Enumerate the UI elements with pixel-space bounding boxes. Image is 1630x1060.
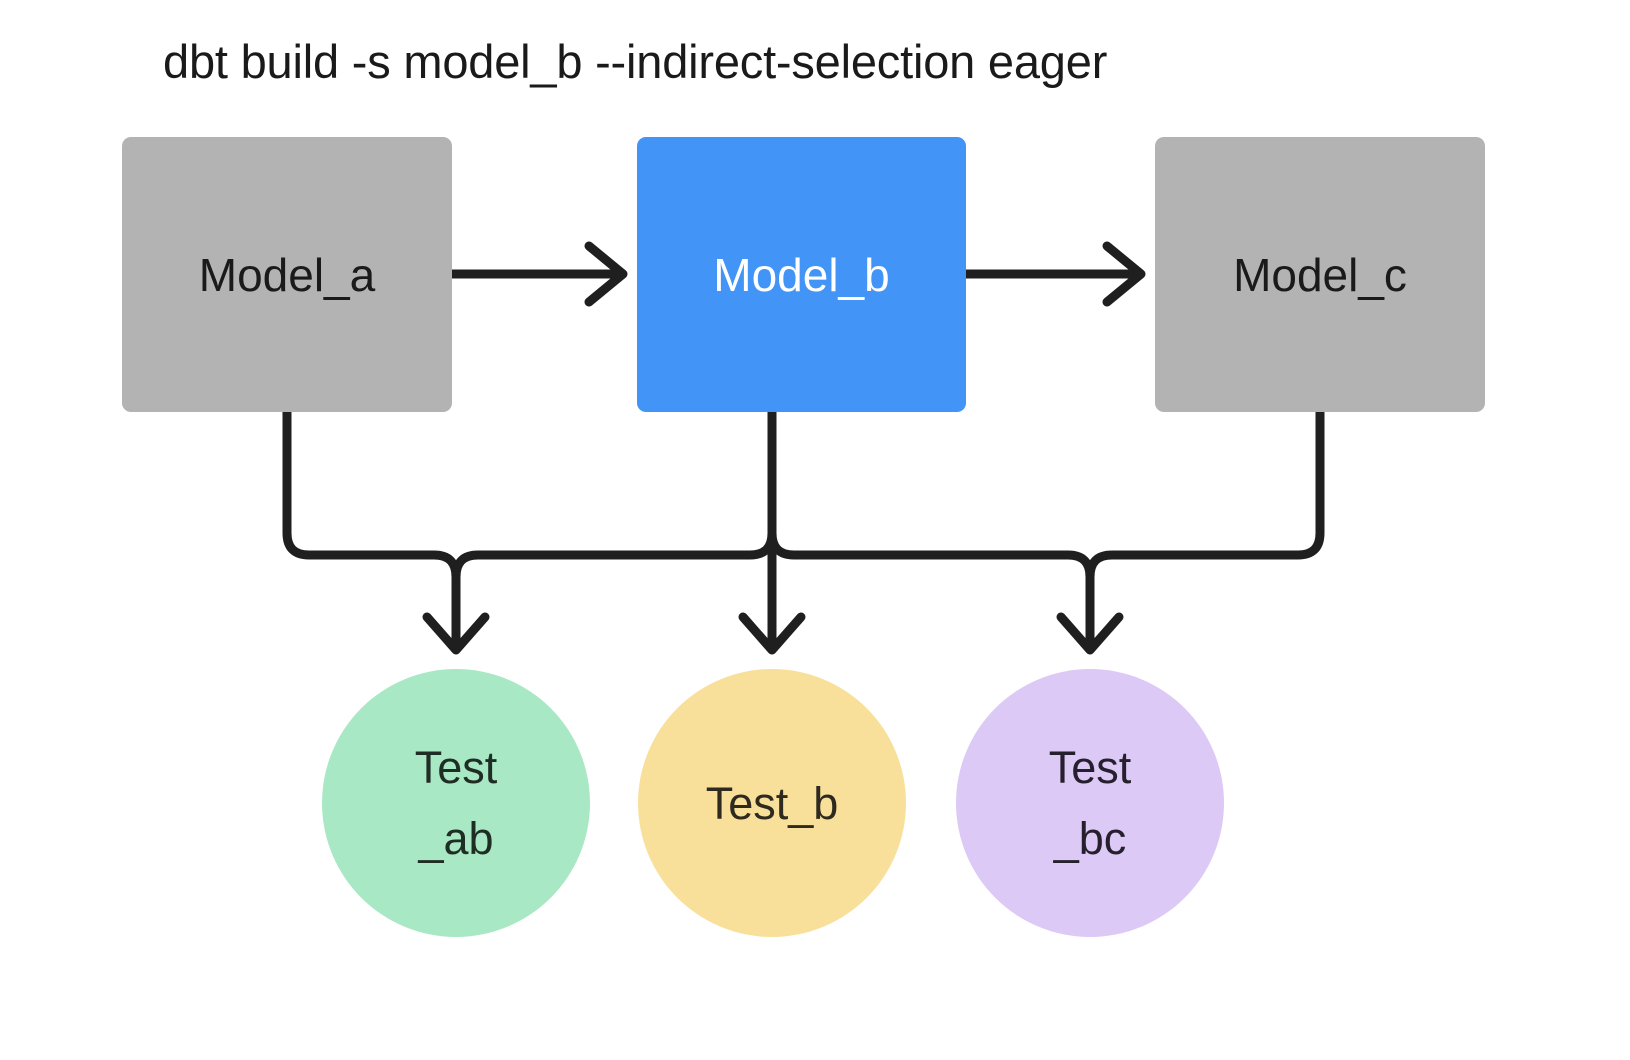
node-test-bc-label-line1: Test — [1048, 742, 1132, 793]
node-test-bc[interactable]: Test _bc — [956, 669, 1224, 937]
edge-model-a-to-test-ab — [282, 407, 461, 653]
arrowhead-test-b — [738, 612, 806, 655]
node-test-bc-label-line2: _bc — [1053, 813, 1127, 864]
node-model-c-label: Model_c — [1233, 248, 1407, 301]
node-model-c[interactable]: Model_c — [1155, 137, 1485, 412]
node-test-ab-label-line2: _ab — [418, 813, 494, 864]
arrowhead-model-b-left — [584, 241, 628, 307]
arrowhead-test-ab — [422, 612, 490, 655]
arrowhead-test-bc — [1056, 612, 1124, 655]
diagram-title: dbt build -s model_b --indirect-selectio… — [163, 35, 1108, 88]
node-model-b-label: Model_b — [713, 248, 890, 301]
node-model-a[interactable]: Model_a — [122, 137, 452, 412]
node-model-b[interactable]: Model_b — [637, 137, 966, 412]
node-test-ab[interactable]: Test _ab — [322, 669, 590, 937]
node-test-b-label-line1: Test_b — [705, 777, 839, 829]
node-test-b[interactable]: Test_b — [638, 669, 906, 937]
edge-model-b-to-test-bc — [767, 528, 1095, 653]
edge-model-c-to-test-bc — [1085, 407, 1325, 582]
node-model-a-label: Model_a — [198, 248, 376, 301]
arrowhead-model-c-left — [1102, 241, 1146, 307]
edge-model-b-to-test-ab — [451, 528, 777, 582]
node-test-ab-label-line1: Test — [414, 742, 498, 793]
